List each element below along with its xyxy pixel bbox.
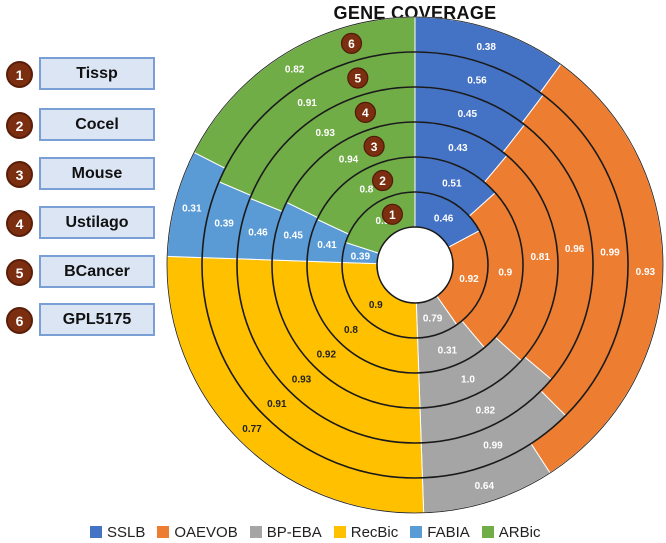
ring-chart: 0.46 0.92 0.79 0.9 0.39 0.9 0.51 0.9 0.31 0.8 0.41… [166,16,664,514]
dataset-number-badge: 1 [6,61,33,88]
value-label: 0.99 [483,440,503,451]
ring-border [271,121,559,409]
dataset-number-badge: 3 [6,161,33,188]
legend-label: FABIA [427,523,470,541]
svg-text:6: 6 [348,37,355,51]
value-label: 0.92 [459,274,479,285]
value-label: 0.91 [267,399,287,410]
legend-label: OAEVOB [174,523,238,541]
value-label: 0.93 [636,267,656,278]
ring-border [166,16,664,514]
value-label: 0.9 [498,267,512,278]
value-label: 0.56 [467,76,487,87]
value-label: 0.39 [214,219,234,230]
value-label: 0.99 [600,247,620,258]
chart-title: GENE COVERAGE [333,3,497,23]
value-label: 0.43 [448,143,468,154]
ring-number-marker: 4 [354,101,376,124]
value-label: 0.31 [182,203,202,214]
legend-label: SSLB [107,523,146,541]
ring-border [341,191,489,339]
value-label: 0.96 [565,244,585,255]
legend-swatch [333,526,346,538]
ring-border [306,156,524,374]
value-label: 0.9 [375,216,389,227]
value-label: 0.31 [438,346,458,357]
legend-item: RecBic [333,523,399,541]
value-label: 0.81 [530,252,550,263]
legend-label: ARBic [498,523,541,541]
value-label: 0.64 [475,481,495,492]
ring-number-marker: 5 [347,67,369,89]
svg-text:2: 2 [379,174,386,188]
legend-swatch [481,526,494,538]
legend: SSLB OAEVOB BP-EBA RecBic FABIA ARBic [90,523,552,541]
legend-swatch [249,526,262,538]
ring-border [201,51,629,479]
svg-text:5: 5 [354,72,361,86]
legend-swatch [157,526,170,538]
legend-item: FABIA [410,524,470,541]
value-label: 0.77 [242,424,262,435]
value-label: 0.79 [423,314,443,325]
value-label: 0.82 [476,405,496,416]
svg-text:1: 1 [389,208,396,222]
legend-item: SSLB [90,524,145,541]
legend-item: OAEVOB [157,523,238,541]
dataset-name-label: Mouse [39,157,155,190]
ring-5: 0.560.990.990.910.390.91 [201,51,629,479]
value-label: 0.91 [297,98,317,109]
svg-text:3: 3 [371,140,378,154]
value-label: 0.94 [339,155,359,166]
value-label: 0.82 [285,65,305,76]
value-label: 0.93 [292,375,312,386]
value-label: 0.45 [458,109,478,120]
dataset-number-badge: 4 [6,210,33,237]
legend-label: BP-EBA [266,523,322,541]
value-label: 0.8 [344,325,358,336]
value-label: 0.39 [351,251,371,262]
legend-label: RecBic [350,523,399,541]
legend-item: ARBic [481,523,541,541]
dataset-name-label: GPL5175 [39,303,155,336]
ring-border [236,86,594,444]
value-label: 0.45 [283,231,303,242]
legend-swatch [90,526,102,538]
dataset-name-label: Cocel [39,108,155,141]
dataset-name-label: BCancer [39,255,155,288]
legend-item: BP-EBA [249,523,322,541]
legend-swatch [410,526,423,538]
dataset-number-badge: 2 [6,112,33,139]
svg-text:4: 4 [362,106,369,120]
dataset-name-label: Tissp [39,57,155,90]
dataset-name-label: Ustilago [39,206,155,239]
value-label: 0.8 [359,185,373,196]
value-label: 0.9 [369,300,383,311]
value-label: 0.46 [434,213,454,224]
dataset-number-badge: 5 [6,259,33,286]
value-label: 0.93 [315,128,335,139]
ring-number-marker: 2 [372,169,394,192]
value-label: 0.92 [317,350,337,361]
ring-number-marker: 1 [381,203,403,225]
ring-number-marker: 3 [363,135,385,157]
ring-border [376,226,454,304]
value-label: 0.38 [476,42,496,53]
center-hole [378,228,452,302]
dataset-number-badge: 6 [6,307,33,334]
value-label: 0.41 [317,240,337,251]
value-label: 1.0 [461,375,475,386]
value-label: 0.51 [442,178,462,189]
value-label: 0.46 [248,228,268,239]
ring-number-marker: 6 [340,32,363,55]
